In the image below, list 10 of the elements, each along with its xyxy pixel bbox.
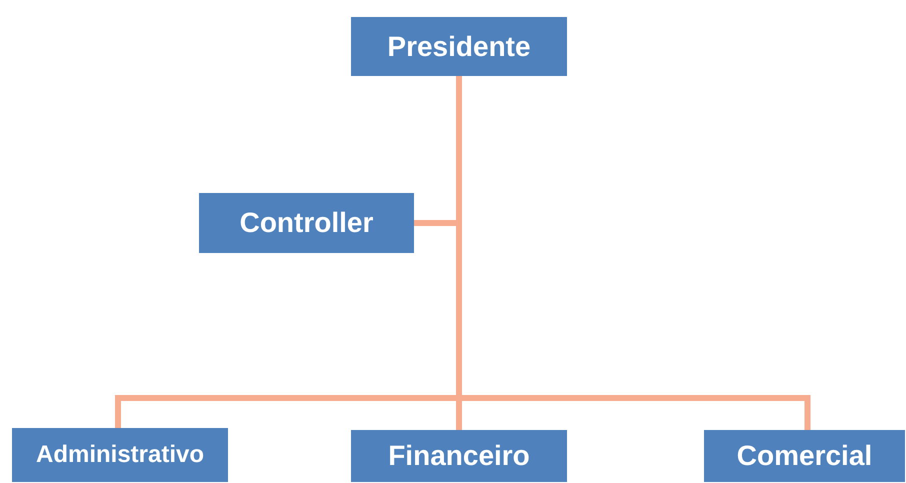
org-box bbox=[351, 17, 567, 76]
box-label: Administrativo bbox=[36, 440, 204, 470]
box-label: Presidente bbox=[387, 30, 531, 64]
org-box bbox=[199, 193, 414, 253]
box-label: Comercial bbox=[736, 439, 872, 473]
box-label: Controller bbox=[240, 206, 374, 240]
org-box bbox=[704, 430, 905, 482]
org-box bbox=[351, 430, 567, 482]
box-label: Financeiro bbox=[388, 439, 530, 473]
org-box bbox=[12, 428, 228, 482]
